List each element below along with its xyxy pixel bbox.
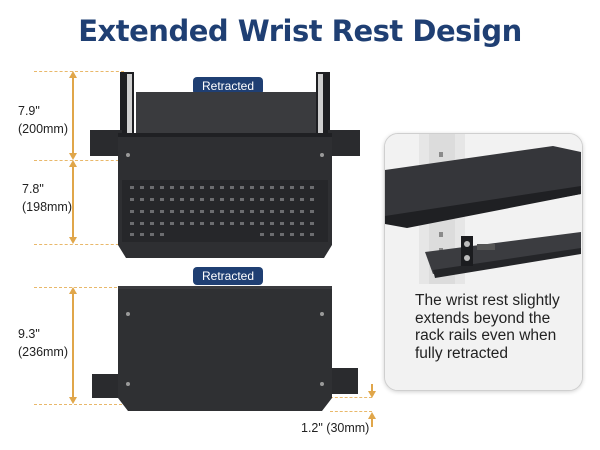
page-title: Extended Wrist Rest Design	[78, 14, 522, 48]
retracted-badge-top: Retracted	[193, 77, 264, 95]
retracted-badge-bottom: Retracted	[193, 267, 264, 285]
top-wrist-depth-label: 7.8" (198mm)	[22, 182, 73, 214]
detail-caption: The wrist rest slightly extends beyond t…	[415, 292, 560, 362]
overhang-label: 1.2" (30mm)	[301, 421, 370, 435]
wrist-rest-detail-illustration	[385, 134, 582, 390]
top-depth-label: 7.9" (200mm)	[18, 104, 69, 136]
bottom-depth-label: 9.3" (236mm)	[18, 327, 69, 359]
detail-callout-panel: The wrist rest slightly extends beyond t…	[384, 133, 583, 391]
